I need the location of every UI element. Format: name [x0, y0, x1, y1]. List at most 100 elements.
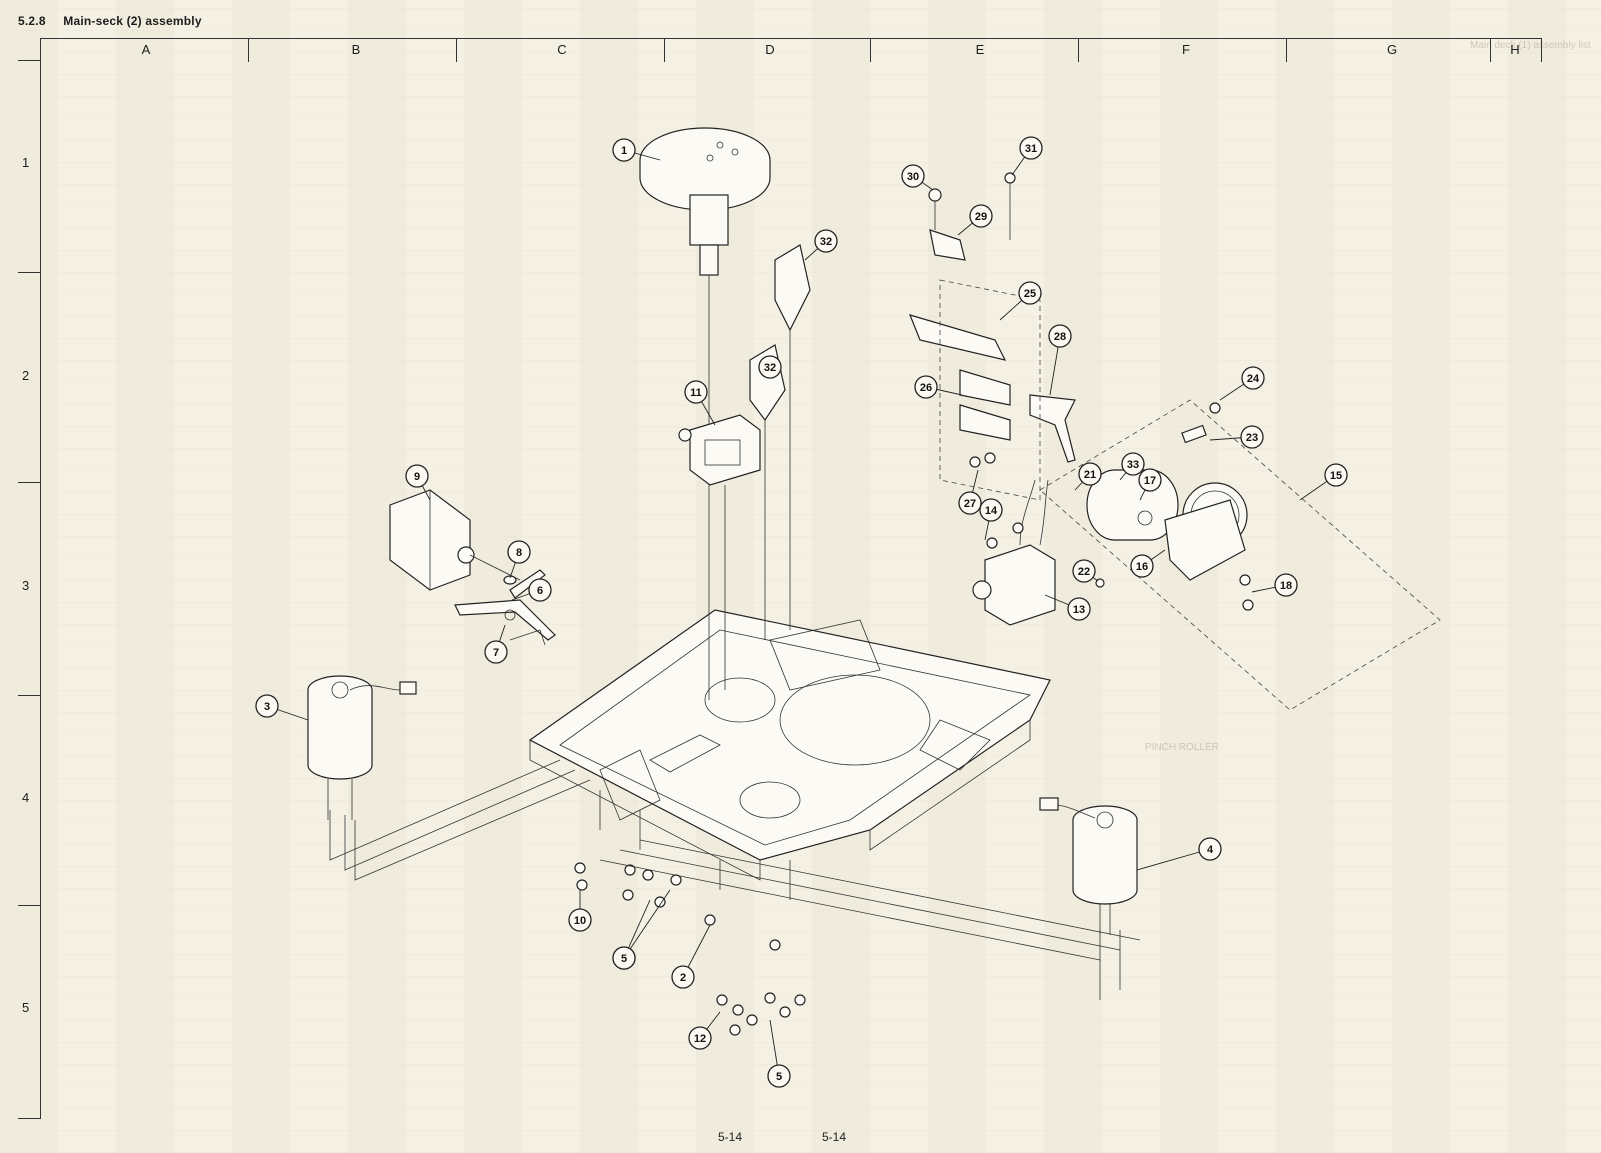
callout-circle: [1019, 136, 1043, 160]
column-tick: [1078, 38, 1079, 62]
callout-number: 26: [920, 382, 932, 394]
callout-number: 5: [776, 1071, 782, 1083]
ghost-table-header: Main deck (1) assembly list: [1470, 40, 1591, 51]
callout-number: 28: [1054, 331, 1066, 343]
callout-32: 32: [804, 229, 838, 261]
column-label-g: G: [1386, 42, 1398, 57]
page-number-left: 5-14: [718, 1130, 743, 1144]
callout-number: 17: [1144, 475, 1156, 487]
column-tick: [456, 38, 457, 62]
callout-number: 32: [764, 362, 776, 374]
callout-number: 24: [1247, 373, 1260, 385]
callout-33: 33: [1119, 452, 1145, 481]
callout-number: 8: [516, 547, 522, 559]
callout-22: 22: [1072, 559, 1099, 583]
motor-9: [389, 489, 521, 591]
callout-number: 10: [574, 915, 586, 927]
column-label-d: D: [765, 42, 775, 57]
callout-circle: [1138, 468, 1162, 492]
row-label-1: 1: [22, 155, 30, 170]
callout-circle: [814, 229, 838, 253]
callout-number: 18: [1280, 580, 1292, 592]
callout-number: 9: [414, 471, 420, 483]
column-tick: [870, 38, 871, 62]
drive-unit-15: [1039, 399, 1441, 711]
ghost-table-note: PINCH ROLLER: [1145, 742, 1219, 753]
callout-28: 28: [1048, 324, 1072, 396]
callout-circle: [405, 464, 429, 488]
solenoid-11: [678, 414, 761, 690]
callout-circle: [1121, 452, 1145, 476]
callout-circle: [612, 138, 636, 162]
callout-circle: [1240, 425, 1264, 449]
callout-number: 12: [694, 1033, 706, 1045]
column-tick: [1541, 38, 1542, 62]
callout-25: 25: [999, 281, 1042, 321]
column-tick: [664, 38, 665, 62]
chassis-plate: [528, 609, 1051, 900]
callout-number: 7: [493, 647, 499, 659]
callout-number: 33: [1127, 459, 1139, 471]
column-label-f: F: [1182, 42, 1190, 57]
callout-24: 24: [1219, 366, 1265, 401]
callout-8: 8: [507, 540, 531, 579]
row-ruler-end: [18, 1118, 40, 1119]
callout-number: 27: [964, 498, 976, 510]
row-tick: [18, 695, 40, 696]
screws-lower: [574, 862, 806, 1036]
callout-markers: 1234555678910111213141516171821222324252…: [255, 136, 1348, 1088]
callout-number: 25: [1024, 288, 1036, 300]
callout-7: 7: [484, 624, 508, 664]
motor-4: [1039, 797, 1138, 935]
callout-29: 29: [957, 204, 993, 236]
page-title: 5.2.8 Main-seck (2) assembly: [18, 14, 202, 28]
bracket-assembly-25-28: [908, 172, 1076, 501]
column-label-e: E: [975, 42, 985, 57]
callout-circle: [1018, 281, 1042, 305]
row-tick: [18, 482, 40, 483]
column-tick: [1490, 38, 1491, 62]
row-label-3: 3: [22, 578, 30, 593]
callout-number: 13: [1073, 604, 1085, 616]
callout-number: 32: [820, 236, 832, 248]
callout-circle: [1130, 554, 1154, 578]
callout-5: 5: [612, 889, 671, 970]
column-label-h: H: [1510, 42, 1520, 57]
flywheel-assembly: [639, 127, 771, 700]
callout-circle: [255, 694, 279, 718]
callout-number: 15: [1330, 470, 1342, 482]
callout-circle: [528, 578, 552, 602]
callout-number: 6: [537, 585, 543, 597]
callout-31: 31: [1011, 136, 1043, 176]
row-label-2: 2: [22, 368, 30, 383]
callout-circle: [1198, 837, 1222, 861]
callout-13: 13: [1044, 594, 1091, 621]
callout-circle: [1067, 597, 1091, 621]
callout-number: 21: [1084, 469, 1096, 481]
callout-number: 16: [1136, 561, 1148, 573]
callout-9: 9: [405, 464, 431, 501]
callout-6: 6: [511, 578, 552, 602]
callout-number: 23: [1246, 432, 1258, 444]
column-label-b: B: [351, 42, 361, 57]
row-label-5: 5: [22, 1000, 30, 1015]
callout-12: 12: [688, 1011, 721, 1050]
callout-circle: [958, 491, 982, 515]
callout-circle: [688, 1026, 712, 1050]
callout-17: 17: [1138, 468, 1162, 501]
callout-circle: [1274, 573, 1298, 597]
callout-circle: [1241, 366, 1265, 390]
solenoid-13: [972, 479, 1105, 626]
callout-23: 23: [1209, 425, 1264, 449]
callout-leader: [623, 889, 671, 959]
row-tick: [18, 905, 40, 906]
callout-14: 14: [979, 498, 1003, 541]
callout-circle: [1324, 463, 1348, 487]
callout-number: 30: [907, 171, 919, 183]
callout-5: 5: [767, 1019, 791, 1088]
callout-circle: [507, 540, 531, 564]
callout-15: 15: [1299, 463, 1348, 501]
column-tick: [1286, 38, 1287, 62]
callout-number: 29: [975, 211, 987, 223]
